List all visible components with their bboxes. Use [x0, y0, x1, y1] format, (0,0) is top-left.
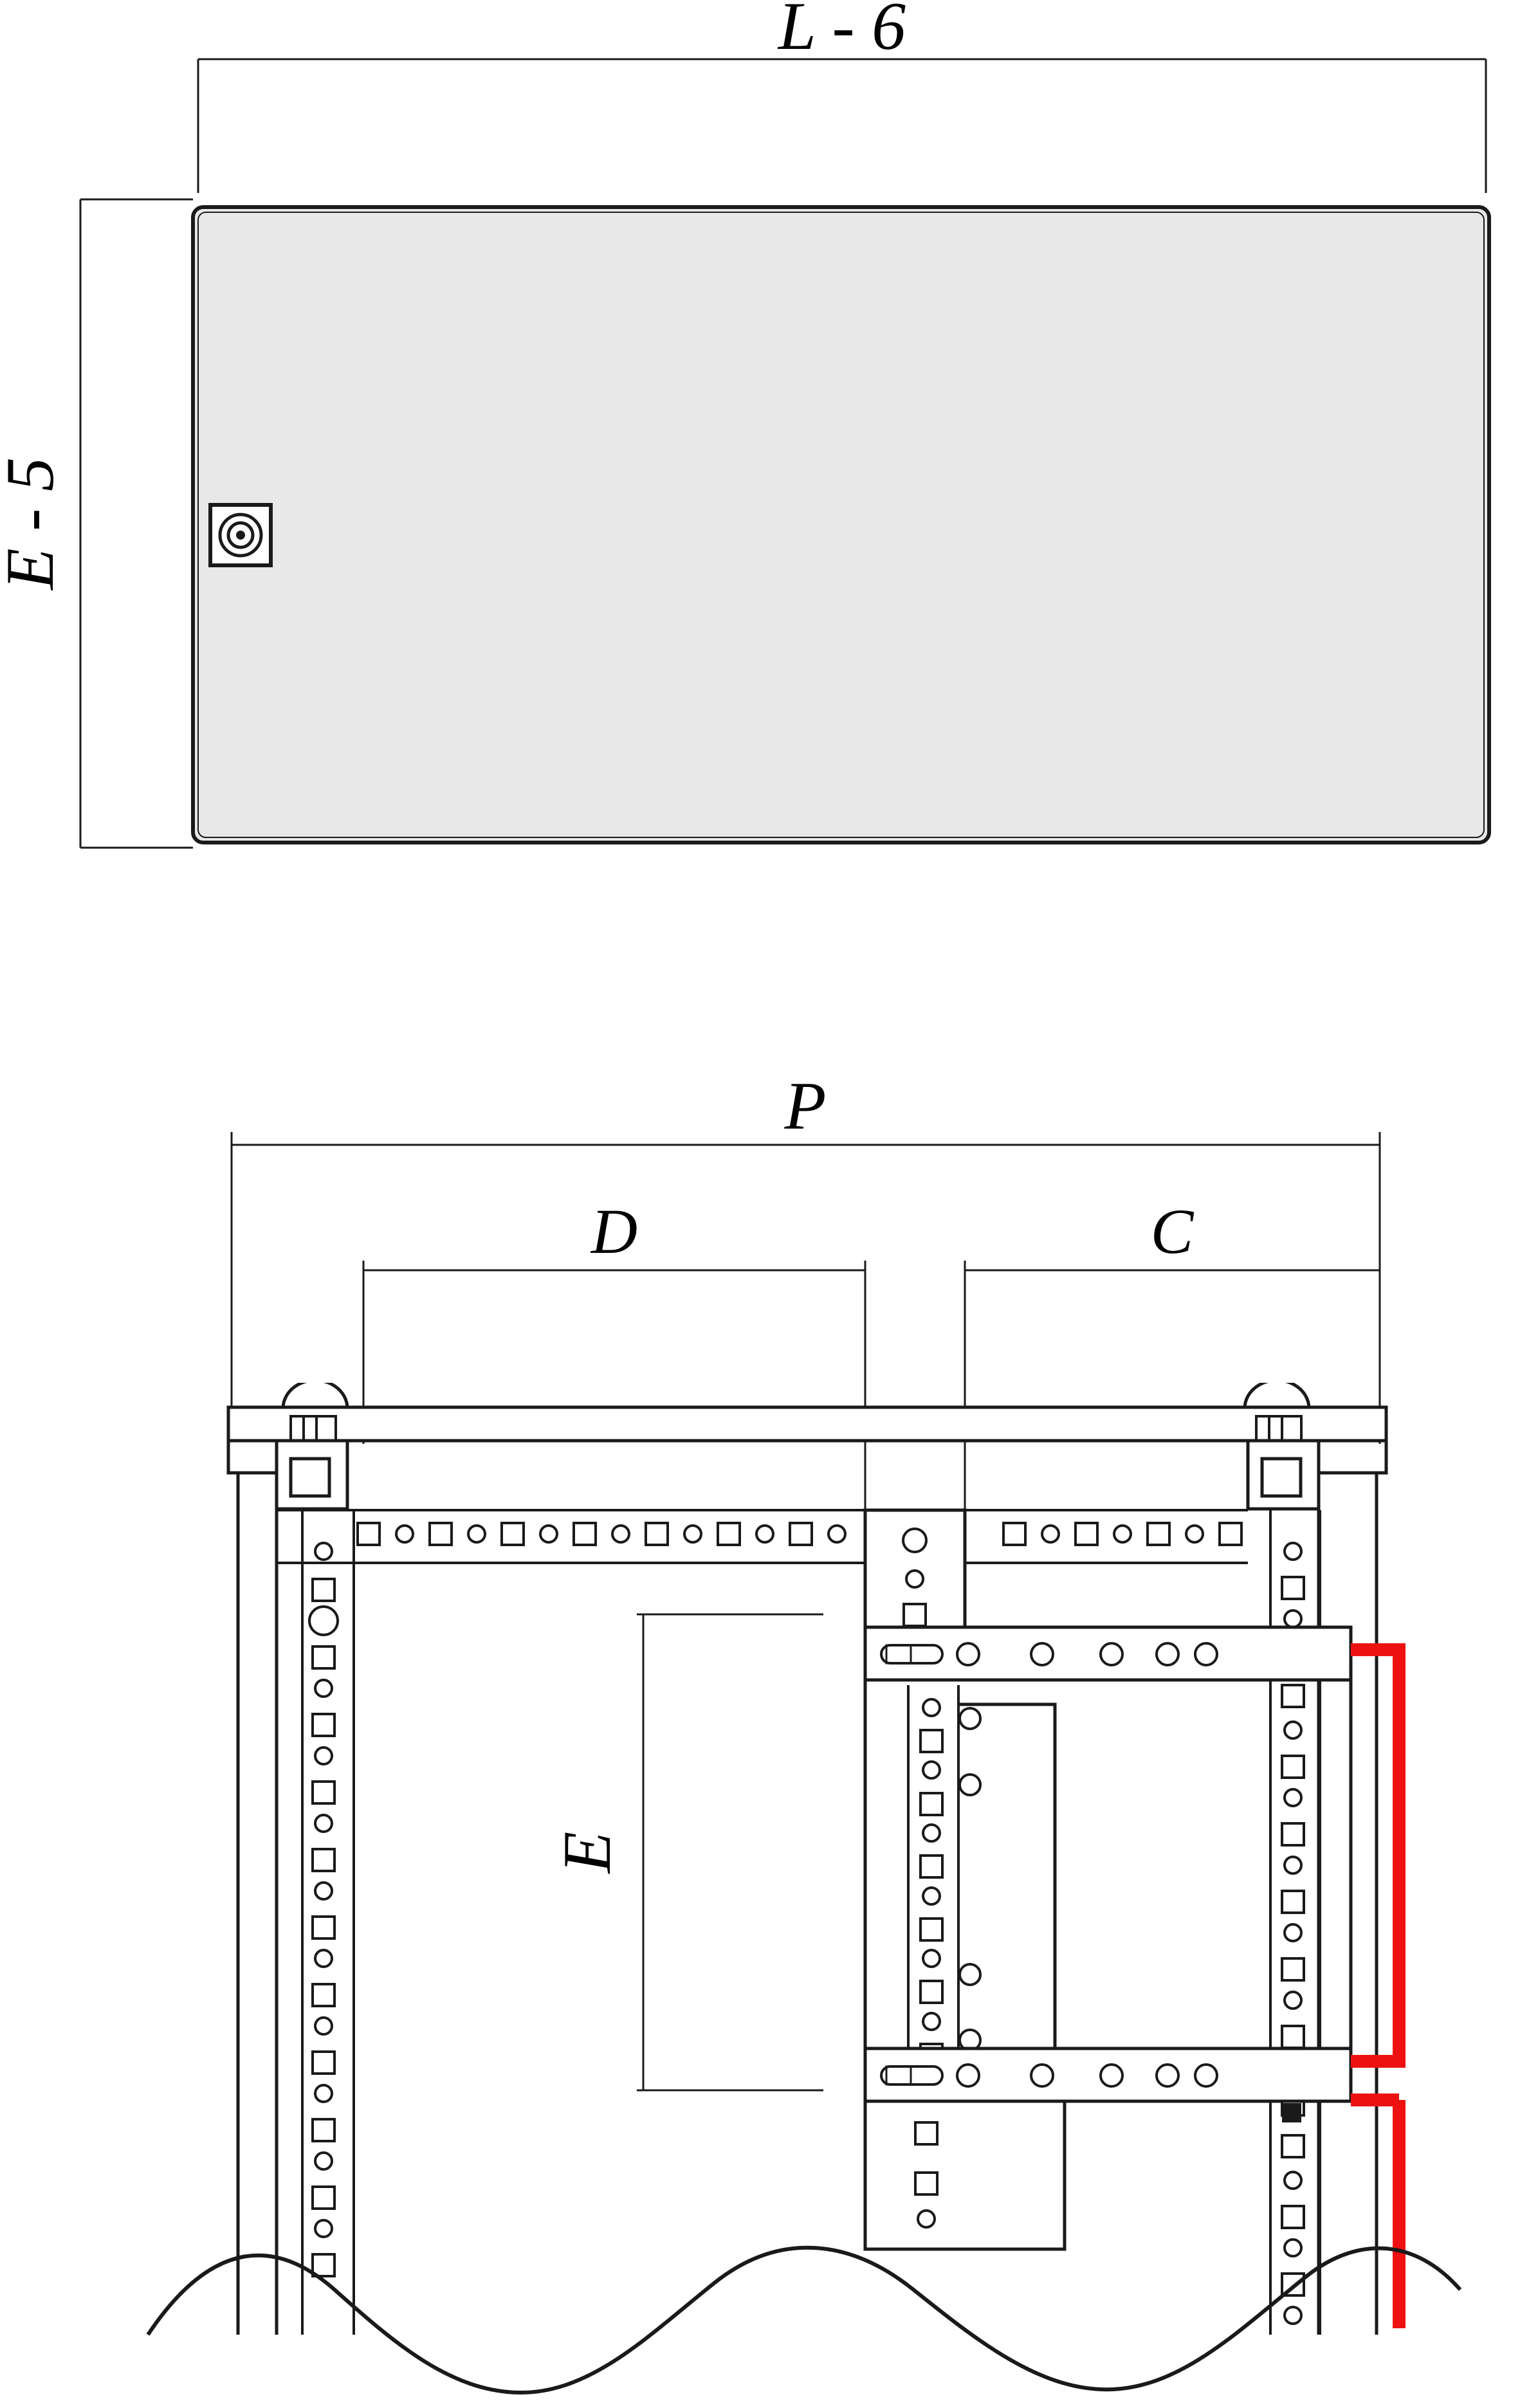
dimension-L-6: L - 6 — [197, 0, 1487, 193]
mounting-plate-section-view: P D C E — [146, 1068, 1462, 2395]
dimension-label-D: D — [590, 1196, 637, 1267]
perforated-rail-center — [907, 1685, 1057, 2074]
cross-brace-lower — [863, 2047, 1353, 2103]
dimension-P: P — [230, 1068, 1381, 1409]
dimension-label-L-6: L - 6 — [777, 0, 906, 64]
highlighted-profile — [1351, 1643, 1406, 2328]
brace-connector-lines — [863, 1627, 1353, 2048]
dimension-label-E-5: E - 5 — [0, 457, 68, 591]
front-panel-inner-edge — [197, 212, 1485, 838]
dimension-label-C: C — [1151, 1196, 1195, 1267]
break-line-bottom — [146, 2245, 1462, 2395]
dimension-label-E-inner: E — [549, 1832, 625, 1875]
dimension-E-5: E - 5 — [0, 198, 193, 849]
dimension-D: D — [362, 1196, 866, 1492]
perforated-rail-left — [301, 1510, 355, 2335]
cross-brace-upper — [863, 1625, 1353, 1682]
dimension-E-inner: E — [549, 1613, 823, 2092]
center-top-block — [863, 1508, 967, 1646]
front-panel-view: L - 6 E - 5 — [0, 0, 1491, 849]
dimension-label-P: P — [784, 1068, 827, 1144]
lock-insert — [208, 503, 273, 567]
lower-center-block — [863, 2099, 1067, 2251]
top-horizontal-hole-strip — [356, 1522, 1243, 1546]
front-panel-body — [191, 205, 1491, 844]
